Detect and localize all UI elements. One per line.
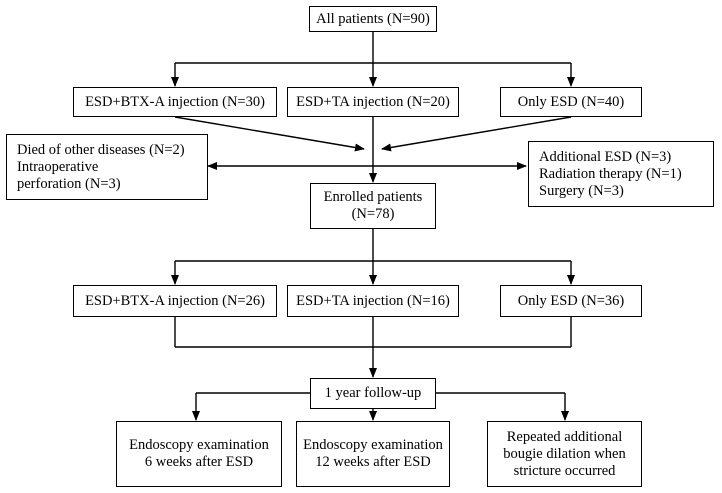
- group-box-btxa-initial: ESD+BTX-A injection (N=30): [73, 87, 277, 117]
- follow-up-box: 1 year follow-up: [310, 378, 436, 409]
- enrolled-count: (N=78): [351, 206, 395, 222]
- outcome-box-bougie-dilation: Repeated additional bougie dilation when…: [487, 421, 642, 487]
- outcome-line: Endoscopy examination: [129, 437, 269, 453]
- enrolled-label: Enrolled patients: [323, 189, 423, 205]
- outcome-line: Repeated additional: [506, 428, 623, 445]
- group-box-ta-enrolled: ESD+TA injection (N=16): [287, 285, 459, 317]
- enrolled-box: Enrolled patients (N=78): [310, 183, 436, 229]
- group-box-esd-initial: Only ESD (N=40): [500, 87, 642, 117]
- group-box-esd-enrolled: Only ESD (N=36): [500, 285, 642, 317]
- outcome-line: bougie dilation when: [503, 445, 626, 462]
- exclusion-reason: Intraoperative: [17, 158, 99, 175]
- all-patients-label: All patients (N=90): [316, 10, 430, 27]
- all-patients-box: All patients (N=90): [309, 6, 437, 32]
- follow-up-label: 1 year follow-up: [324, 385, 422, 401]
- excluded-left-box: Died of other diseases (N=2) Intraoperat…: [6, 134, 208, 200]
- group-label: ESD+TA injection (N=16): [296, 292, 450, 309]
- outcome-line: 6 weeks after ESD: [144, 454, 254, 470]
- outcome-box-6-weeks: Endoscopy examination 6 weeks after ESD: [116, 421, 282, 487]
- group-box-ta-initial: ESD+TA injection (N=20): [287, 87, 459, 117]
- outcome-line: 12 weeks after ESD: [315, 454, 431, 470]
- exclusion-reason: Additional ESD (N=3): [539, 148, 672, 165]
- outcome-line: Endoscopy examination: [303, 437, 443, 453]
- exclusion-reason: Radiation therapy (N=1): [539, 165, 682, 182]
- exclusion-reason: Surgery (N=3): [539, 182, 624, 199]
- exclusion-reason: Died of other diseases (N=2): [17, 141, 185, 158]
- exclusion-reason: perforation (N=3): [17, 175, 121, 192]
- group-label: Only ESD (N=36): [517, 292, 625, 309]
- group-label: ESD+BTX-A injection (N=26): [85, 292, 265, 309]
- group-box-btxa-enrolled: ESD+BTX-A injection (N=26): [73, 285, 277, 317]
- group-label: ESD+TA injection (N=20): [296, 93, 450, 110]
- outcome-box-12-weeks: Endoscopy examination 12 weeks after ESD: [296, 421, 450, 487]
- excluded-right-box: Additional ESD (N=3) Radiation therapy (…: [528, 141, 714, 207]
- group-label: ESD+BTX-A injection (N=30): [85, 93, 265, 110]
- outcome-line: stricture occurred: [513, 462, 616, 479]
- group-label: Only ESD (N=40): [517, 93, 625, 110]
